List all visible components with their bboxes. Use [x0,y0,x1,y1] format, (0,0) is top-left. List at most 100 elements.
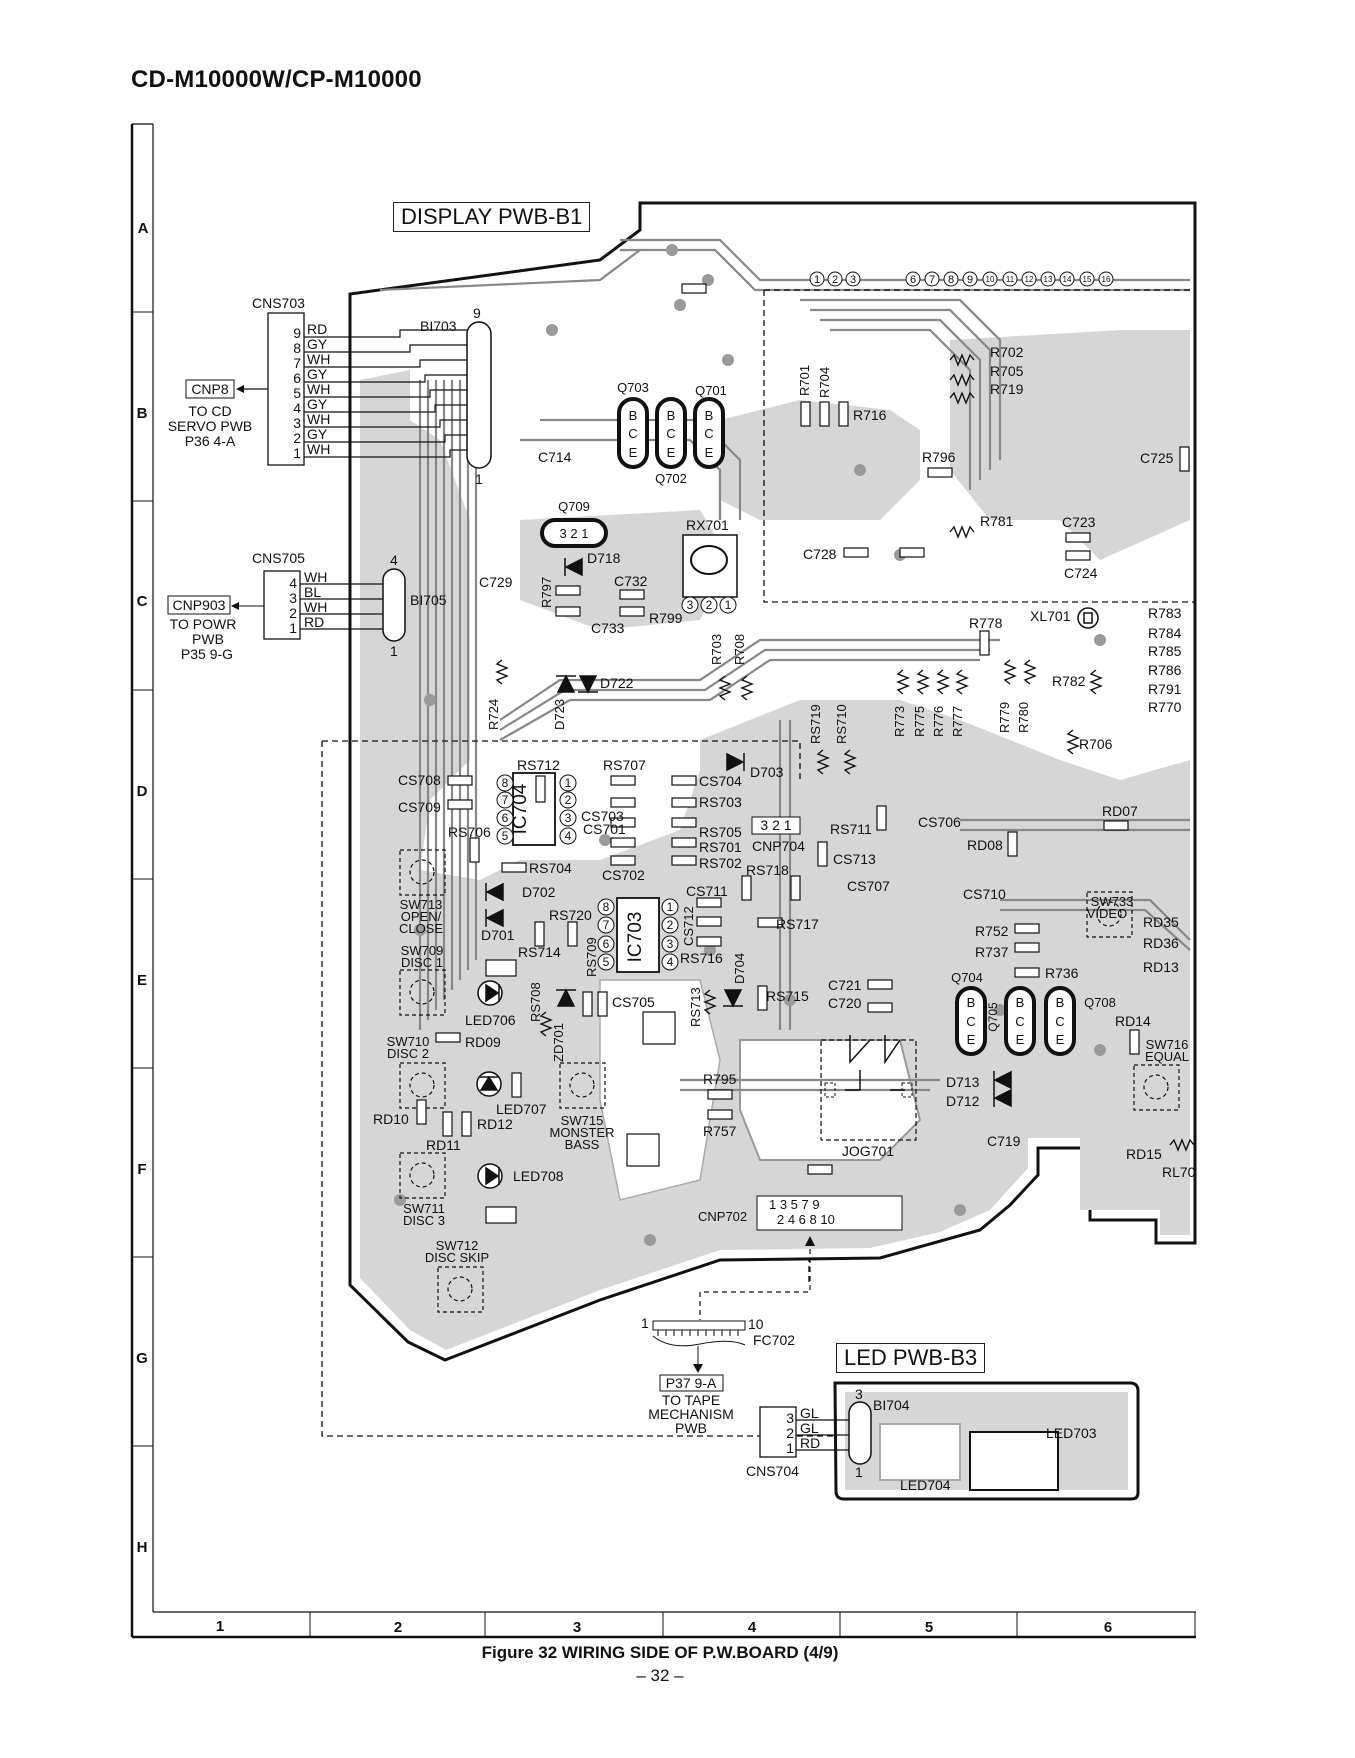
svg-text:R773: R773 [892,706,907,737]
svg-text:6: 6 [502,811,509,825]
d713-icon [993,1070,1012,1090]
svg-text:VIDEO: VIDEO [1087,906,1127,921]
svg-text:DISC 2: DISC 2 [387,1046,429,1061]
bi703-label: BI703 [420,318,457,334]
svg-text:RS713: RS713 [688,987,703,1027]
svg-text:RS716: RS716 [680,950,723,966]
vias [394,244,1106,1246]
ic704: IC704 8 7 6 5 1 2 3 4 [496,772,577,846]
svg-text:1 3 5 7 9: 1 3 5 7 9 [769,1197,820,1212]
d718-icon [564,557,583,577]
q709-label: Q709 [558,499,590,514]
svg-text:C719: C719 [987,1133,1021,1149]
svg-text:E: E [1056,1032,1065,1047]
svg-text:RD15: RD15 [1126,1146,1162,1162]
svg-text:C721: C721 [828,977,862,993]
fl-pin: 3 [845,271,861,287]
svg-text:R797: R797 [539,577,554,608]
row-letters: A B C D E F G H [136,220,148,1556]
svg-text:R704: R704 [817,367,832,398]
svg-text:R757: R757 [703,1123,737,1139]
cnp702: 1 3 5 7 9 2 4 6 8 10 CNP702 [698,1195,903,1320]
svg-text:R708: R708 [732,634,747,665]
svg-text:3: 3 [850,274,856,286]
svg-text:3: 3 [289,590,297,606]
row-d: D [137,783,148,800]
cnp702-label: CNP702 [698,1209,747,1224]
svg-text:BASS: BASS [565,1137,600,1152]
col-2: 2 [394,1619,402,1636]
svg-text:9: 9 [473,305,481,321]
svg-text:6: 6 [293,370,301,386]
svg-text:R777: R777 [950,706,965,737]
svg-text:1: 1 [293,445,301,461]
fl-pin: 10 [982,271,998,287]
sw713-label: SW713 [400,897,443,912]
display-board-label: DISPLAY PWB-B1 [393,202,591,233]
display-board [321,201,1197,1437]
svg-text:LED706: LED706 [465,1012,516,1028]
svg-text:RS707: RS707 [603,757,646,773]
svg-text:D712: D712 [946,1093,980,1109]
svg-text:RD10: RD10 [373,1111,409,1127]
col-3: 3 [573,1619,581,1636]
q708-label: Q708 [1084,995,1116,1010]
svg-text:RS719: RS719 [808,704,823,744]
svg-text:RD12: RD12 [477,1116,513,1132]
d701-icon [485,908,504,928]
svg-text:WH: WH [307,411,330,427]
row-c: C [137,593,148,610]
svg-text:1: 1 [475,471,483,487]
svg-text:3: 3 [855,1386,863,1402]
svg-text:11: 11 [1006,275,1015,284]
svg-text:E: E [1016,1032,1025,1047]
row-f: F [137,1161,146,1178]
svg-text:4: 4 [565,829,572,843]
sw711-label: SW711 [403,1201,445,1216]
svg-text:C720: C720 [828,995,862,1011]
svg-text:1: 1 [641,1315,649,1331]
sw716-label: SW716 [1146,1037,1189,1052]
cns704: 3 2 1 GL GL RD BI704 3 1 CNS704 [746,1386,910,1480]
svg-text:DISC SKIP: DISC SKIP [425,1250,489,1265]
cns703: CNS703 9 8 7 6 5 4 3 2 1 RD GY WH GY WH … [168,295,492,487]
svg-text:GY: GY [307,426,328,442]
sw710-label: SW710 [387,1034,430,1049]
svg-text:D713: D713 [946,1074,980,1090]
fl-pin: 16 [1098,271,1114,287]
svg-text:C714: C714 [538,449,572,465]
svg-text:R784: R784 [1148,625,1182,641]
svg-text:OPEN/: OPEN/ [401,909,442,924]
svg-text:R780: R780 [1016,702,1031,733]
svg-text:E: E [705,445,714,460]
svg-text:RS702: RS702 [699,855,742,871]
svg-text:R776: R776 [931,706,946,737]
row-a: A [138,220,149,237]
svg-text:CS702: CS702 [602,867,645,883]
q705-label: Q705 [986,1002,1000,1032]
svg-text:R716: R716 [853,407,887,423]
svg-text:2: 2 [786,1425,794,1441]
svg-text:LED708: LED708 [513,1168,564,1184]
svg-text:D704: D704 [732,953,747,984]
svg-text:D703: D703 [750,764,784,780]
svg-text:5: 5 [502,829,509,843]
q704: B C E [955,986,987,1056]
svg-text:2: 2 [832,274,838,286]
resistor-icons [495,353,1195,1152]
fl-pin: 14 [1059,271,1075,287]
fc702-label: FC702 [753,1332,795,1348]
q703-label: Q703 [617,380,649,395]
svg-text:RD36: RD36 [1143,935,1179,951]
fc702: 1 10 FC702 P37 9-A TO TAPE MECHANISM PWB [641,1315,795,1436]
svg-text:RD13: RD13 [1143,959,1179,975]
xl701-icon [1077,607,1099,629]
svg-text:RS701: RS701 [699,839,742,855]
svg-text:1: 1 [289,620,297,636]
svg-text:2: 2 [667,918,674,932]
svg-text:R752: R752 [975,923,1009,939]
col-5: 5 [925,1619,933,1636]
cns703-pins: 9 8 7 6 5 4 3 2 1 [293,325,301,461]
svg-text:CS701: CS701 [583,821,626,837]
